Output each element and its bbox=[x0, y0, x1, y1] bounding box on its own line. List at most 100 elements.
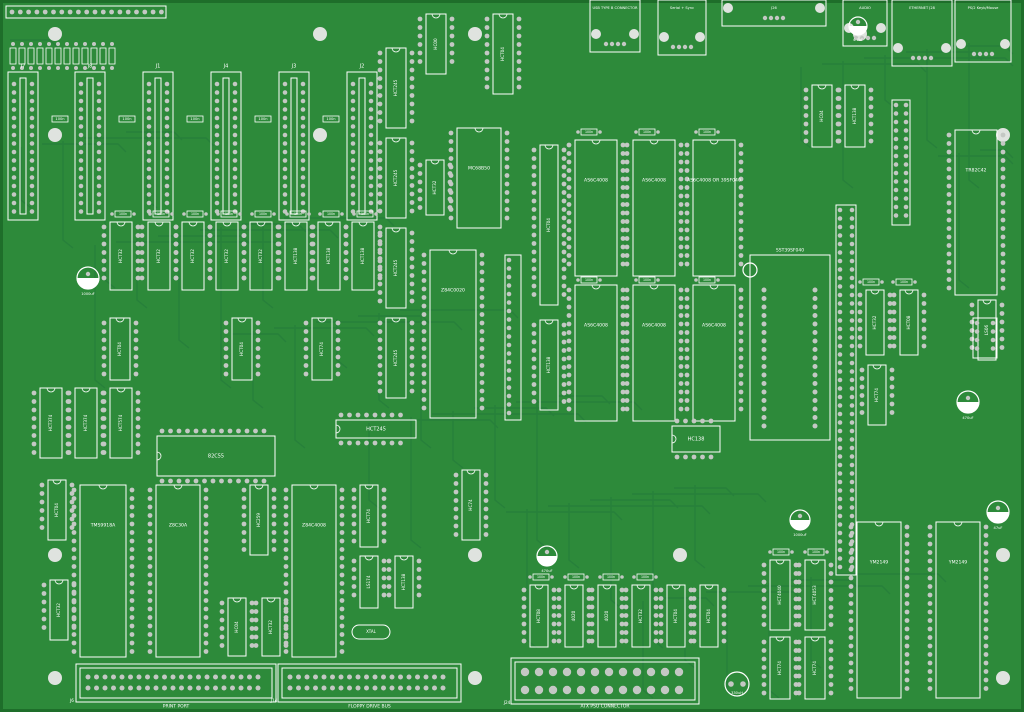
solder-pad bbox=[56, 66, 60, 70]
solder-pad bbox=[66, 390, 72, 396]
solder-pad bbox=[368, 124, 374, 129]
solder-pad bbox=[738, 381, 744, 386]
solder-pad bbox=[678, 381, 684, 386]
solder-pad bbox=[561, 382, 567, 387]
solder-pad bbox=[11, 149, 17, 155]
solder-pad bbox=[417, 42, 423, 47]
solder-pad bbox=[285, 212, 289, 216]
top-connector[interactable]: ETHERNET J28 bbox=[891, 0, 953, 67]
solder-pad bbox=[449, 42, 455, 47]
solder-pad bbox=[96, 149, 102, 155]
solder-pad bbox=[859, 367, 865, 373]
chip-label: HCT138 bbox=[852, 107, 857, 124]
solder-pad bbox=[101, 241, 107, 247]
solder-pad bbox=[134, 9, 139, 15]
top-connector[interactable]: J26 bbox=[721, 0, 827, 27]
solder-pad bbox=[506, 266, 512, 271]
solder-pad bbox=[812, 313, 818, 318]
solder-pad bbox=[421, 397, 427, 402]
solder-pad bbox=[421, 278, 427, 283]
pin-header bbox=[504, 254, 522, 421]
solder-pad bbox=[837, 250, 843, 255]
solder-pad bbox=[1000, 141, 1006, 146]
trace bbox=[274, 327, 375, 337]
solder-pad bbox=[94, 674, 99, 680]
solder-pad bbox=[836, 96, 842, 101]
solder-pad bbox=[796, 690, 802, 696]
solder-pad bbox=[372, 440, 378, 446]
solder-pad bbox=[41, 608, 47, 613]
pin-header bbox=[891, 99, 911, 226]
solder-pad bbox=[381, 521, 387, 527]
solder-pad bbox=[849, 267, 855, 272]
solder-pad bbox=[272, 212, 276, 216]
solder-pad bbox=[101, 416, 107, 421]
solder-pad bbox=[31, 441, 37, 447]
solder-pad bbox=[147, 547, 153, 552]
solder-pad bbox=[381, 538, 387, 544]
solder-pad bbox=[903, 102, 909, 108]
solder-pad bbox=[903, 136, 909, 142]
solder-pad bbox=[721, 621, 727, 627]
solder-pad bbox=[409, 290, 415, 295]
solder-pad bbox=[624, 227, 630, 233]
solder-pad bbox=[368, 141, 374, 146]
solder-pad bbox=[47, 42, 51, 46]
solder-pad bbox=[566, 287, 572, 293]
solder-pad bbox=[484, 84, 490, 90]
top-connector[interactable]: USB TYPE B CONNECTOR bbox=[589, 0, 641, 53]
solder-pad bbox=[355, 412, 361, 418]
solder-pad bbox=[417, 33, 423, 39]
top-connector[interactable]: PS/2 Keyb/Mouse bbox=[954, 0, 1012, 63]
solder-pad bbox=[11, 107, 17, 112]
solder-pad bbox=[999, 345, 1005, 350]
chip-label: AS6C4008 bbox=[642, 323, 666, 329]
solder-pad bbox=[619, 613, 625, 618]
solder-pad bbox=[678, 389, 684, 395]
capacitor-value: 1000uF bbox=[81, 292, 95, 296]
solder-pad bbox=[347, 674, 352, 680]
solder-pad bbox=[255, 346, 261, 351]
solder-pad bbox=[849, 343, 855, 349]
solder-pad bbox=[893, 102, 899, 108]
solder-pad bbox=[409, 346, 415, 351]
solder-pad bbox=[796, 656, 802, 662]
solder-pad bbox=[65, 66, 69, 70]
solder-pad bbox=[389, 440, 395, 446]
solder-pad bbox=[848, 677, 854, 683]
solder-pad bbox=[146, 183, 152, 189]
solder-pad bbox=[904, 567, 910, 572]
solder-pad bbox=[147, 530, 153, 535]
solder-pad bbox=[173, 258, 179, 264]
solder-pad bbox=[409, 183, 415, 188]
solder-pad bbox=[531, 173, 537, 178]
solder-pad bbox=[624, 372, 630, 378]
solder-pad bbox=[837, 428, 843, 434]
solder-pad bbox=[11, 132, 17, 138]
ic-chip: HCT245 bbox=[377, 227, 415, 309]
solder-pad bbox=[203, 547, 209, 552]
solder-pad bbox=[409, 50, 415, 56]
chip-label: HCT245 bbox=[393, 79, 398, 96]
solder-pad bbox=[479, 252, 485, 258]
solder-pad bbox=[432, 674, 437, 680]
solder-pad bbox=[561, 156, 567, 161]
solder-pad bbox=[946, 217, 952, 223]
solder-pad bbox=[330, 685, 335, 691]
solder-pad bbox=[965, 395, 971, 401]
solder-pad bbox=[368, 183, 374, 189]
solder-pad bbox=[368, 192, 374, 197]
solder-pad bbox=[135, 267, 141, 272]
solder-pad bbox=[409, 388, 415, 394]
solder-pad bbox=[708, 454, 714, 460]
trace bbox=[748, 585, 891, 595]
top-connector[interactable]: Serial + Sync bbox=[657, 0, 707, 56]
solder-pad bbox=[29, 132, 35, 138]
solder-pad bbox=[566, 253, 572, 258]
solder-pad bbox=[849, 275, 855, 281]
solder-pad bbox=[244, 478, 250, 484]
solder-pad bbox=[837, 352, 843, 357]
